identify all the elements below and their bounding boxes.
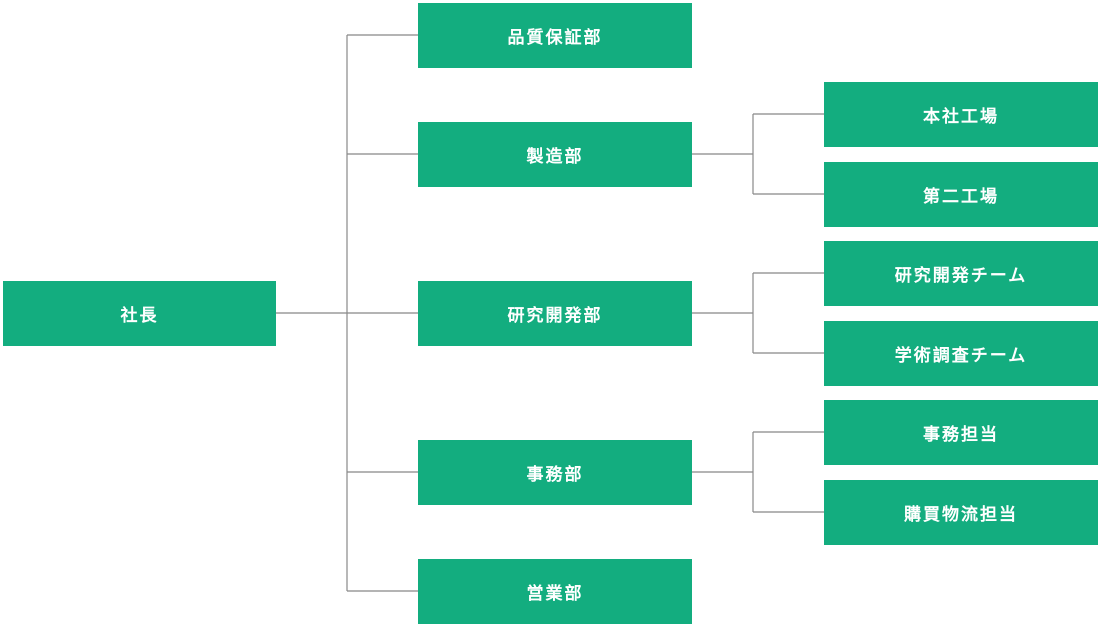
node-quality-assurance-dept: 品質保証部	[418, 3, 692, 68]
node-second-factory: 第二工場	[824, 162, 1098, 227]
node-office-staff: 事務担当	[824, 400, 1098, 465]
node-president: 社長	[3, 281, 276, 346]
node-sales-dept: 営業部	[418, 559, 692, 624]
node-admin-dept: 事務部	[418, 440, 692, 505]
node-rnd-team: 研究開発チーム	[824, 241, 1098, 306]
node-manufacturing-dept: 製造部	[418, 122, 692, 187]
node-rnd-dept: 研究開発部	[418, 281, 692, 346]
node-head-office-factory: 本社工場	[824, 82, 1098, 147]
node-research-team: 学術調査チーム	[824, 321, 1098, 386]
node-purchasing-logistics-staff: 購買物流担当	[824, 480, 1098, 545]
